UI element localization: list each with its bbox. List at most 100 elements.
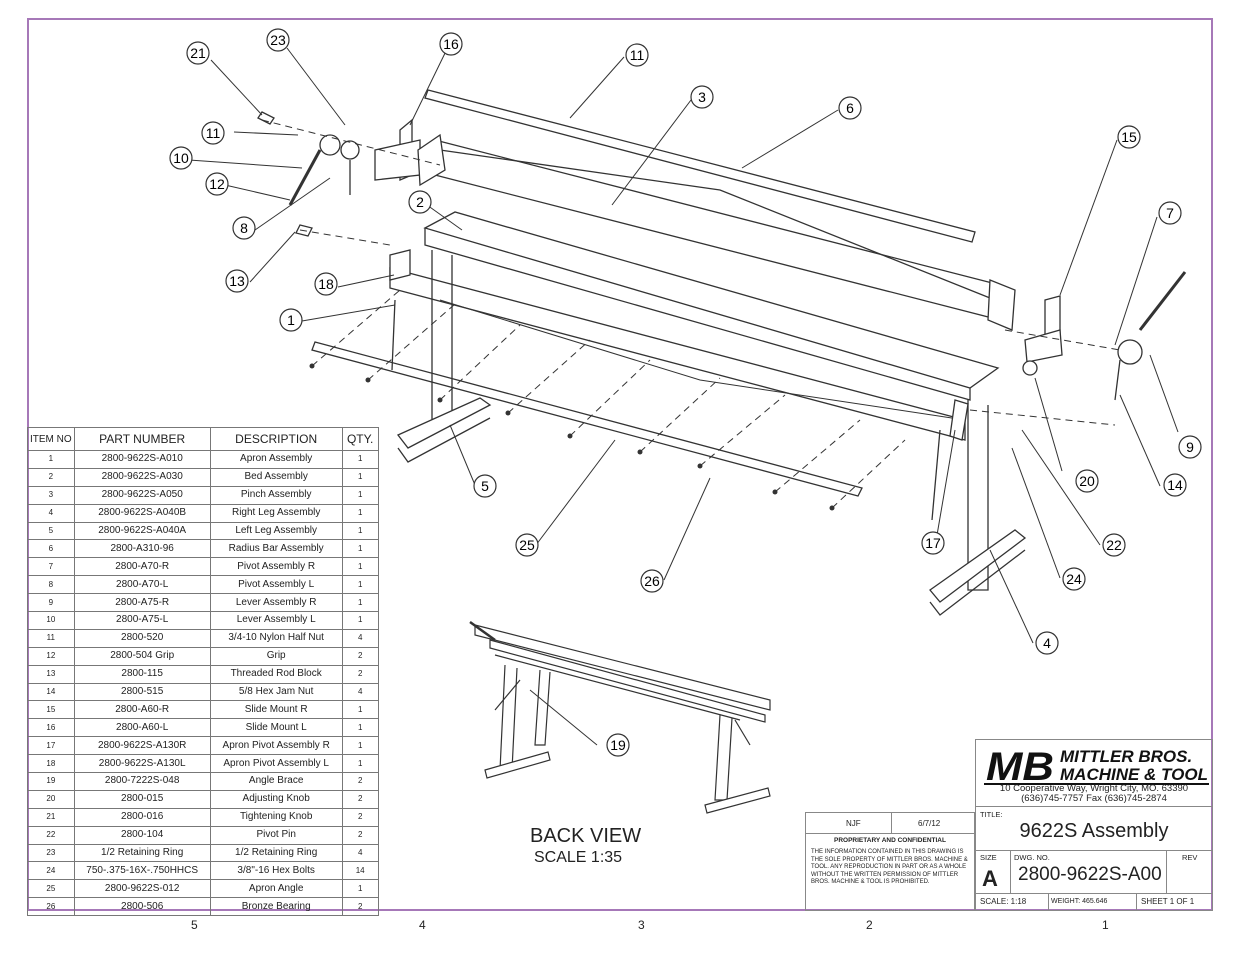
part-balloon: 15 xyxy=(1117,125,1141,149)
balloon-number: 22 xyxy=(1106,537,1122,553)
part-balloon: 8 xyxy=(232,216,256,240)
bom-description: Threaded Rod Block xyxy=(209,664,343,684)
bom-part-number: 2800-9622S-A130R xyxy=(73,736,211,756)
title-row xyxy=(976,806,1212,807)
bom-header-row: ITEM NO PART NUMBER DESCRIPTION QTY. xyxy=(27,427,379,451)
size-label: SIZE xyxy=(980,853,997,862)
balloon-leaders xyxy=(188,46,1179,746)
bom-qty: 2 xyxy=(341,772,379,791)
part-balloon: 18 xyxy=(314,272,338,296)
balloon-number: 15 xyxy=(1121,129,1137,145)
part-balloon: 17 xyxy=(921,531,945,555)
bom-header-part-number: PART NUMBER xyxy=(73,427,211,451)
zone-marker: 3 xyxy=(638,918,645,932)
drawing-weight: WEIGHT: 465.646 xyxy=(1051,898,1108,905)
bom-description: 3/8"-16 Hex Bolts xyxy=(209,861,343,881)
zone-marker: 4 xyxy=(419,918,426,932)
bom-qty: 1 xyxy=(341,467,379,487)
bom-description: Slide Mount R xyxy=(209,700,343,720)
bom-item-no: 17 xyxy=(27,736,75,756)
balloon-number: 23 xyxy=(270,32,286,48)
bom-item-no: 20 xyxy=(27,789,75,809)
proprietary-text: The information contained in this drawin… xyxy=(811,849,968,885)
drawn-by: NJF xyxy=(846,819,861,828)
balloon-number: 21 xyxy=(190,45,206,61)
bom-part-number: 2800-A75-L xyxy=(73,611,211,630)
rev-label: REV xyxy=(1182,853,1198,862)
balloon-number: 25 xyxy=(519,537,535,553)
proprietary-title: PROPRIETARY AND CONFIDENTIAL xyxy=(834,837,946,844)
bom-description: Apron Pivot Assembly L xyxy=(209,754,343,774)
bom-header-qty: QTY. xyxy=(341,427,379,451)
back-view-scale: SCALE 1:35 xyxy=(534,849,623,866)
bom-qty: 1 xyxy=(341,718,379,738)
part-balloon: 14 xyxy=(1163,473,1187,497)
part-balloon: 13 xyxy=(225,269,249,293)
bom-part-number: 2800-9622S-A040A xyxy=(73,521,211,541)
bom-qty: 1 xyxy=(341,754,379,774)
dwg-row xyxy=(976,850,1212,851)
bom-description: Apron Pivot Assembly R xyxy=(209,736,343,756)
mittler-bros-logo: MB MITTLER BROS. MACHINE & TOOL xyxy=(984,745,1209,786)
bom-item-no: 5 xyxy=(27,521,75,541)
bom-item-no: 21 xyxy=(27,807,75,827)
bom-qty: 1 xyxy=(341,611,379,630)
bom-item-no: 10 xyxy=(27,611,75,630)
balloon-number: 1 xyxy=(287,312,295,328)
balloon-number: 19 xyxy=(610,737,626,753)
part-balloon: 10 xyxy=(169,146,193,170)
bom-description: Lever Assembly R xyxy=(209,593,343,613)
bom-description: Pivot Assembly L xyxy=(209,575,343,595)
balloon-number: 11 xyxy=(206,125,221,141)
bom-part-number: 2800-115 xyxy=(73,664,211,684)
balloon-number: 17 xyxy=(925,535,941,551)
bom-description: Bed Assembly xyxy=(209,467,343,487)
svg-text:MITTLER BROS.: MITTLER BROS. xyxy=(1060,747,1192,766)
bom-qty: 2 xyxy=(341,646,379,666)
part-balloon: 5 xyxy=(473,474,497,498)
balloon-number: 5 xyxy=(481,478,489,494)
balloon-number: 26 xyxy=(644,573,660,589)
bom-item-no: 23 xyxy=(27,843,75,863)
bom-part-number: 2800-520 xyxy=(73,628,211,648)
bom-part-number: 2800-A70-L xyxy=(73,575,211,595)
bom-part-number: 2800-9622S-A010 xyxy=(73,450,211,469)
part-balloon: 1 xyxy=(279,308,303,332)
bom-description: Radius Bar Assembly xyxy=(209,539,343,559)
bom-description: Apron Angle xyxy=(209,879,343,899)
part-balloon: 19 xyxy=(606,733,630,757)
title-block: MB MITTLER BROS. MACHINE & TOOL 10 Coope… xyxy=(975,739,1213,911)
balloon-number: 6 xyxy=(846,100,854,116)
bom-part-number: 2800-9622S-012 xyxy=(73,879,211,899)
bom-item-no: 1 xyxy=(27,450,75,469)
bom-qty: 2 xyxy=(341,825,379,845)
bom-qty: 1 xyxy=(341,575,379,595)
bom-part-number: 2800-9622S-A130L xyxy=(73,754,211,774)
bom-part-number: 2800-A60-L xyxy=(73,718,211,738)
part-balloon: 2 xyxy=(408,190,432,214)
part-balloon: 12 xyxy=(205,172,229,196)
bom-item-no: 15 xyxy=(27,700,75,720)
bom-part-number: 750-.375-16X-.750HHCS xyxy=(73,861,211,881)
bom-part-number: 2800-7222S-048 xyxy=(73,772,211,791)
bom-item-no: 26 xyxy=(27,897,75,917)
balloon-number: 20 xyxy=(1079,473,1095,489)
balloon-number: 13 xyxy=(229,273,245,289)
svg-text:MACHINE & TOOL: MACHINE & TOOL xyxy=(1060,765,1208,784)
bom-qty: 1 xyxy=(341,736,379,756)
drawn-by-row: NJF 6/7/12 xyxy=(806,813,974,834)
back-view-label: BACK VIEW xyxy=(530,825,642,847)
bom-qty: 1 xyxy=(341,539,379,559)
